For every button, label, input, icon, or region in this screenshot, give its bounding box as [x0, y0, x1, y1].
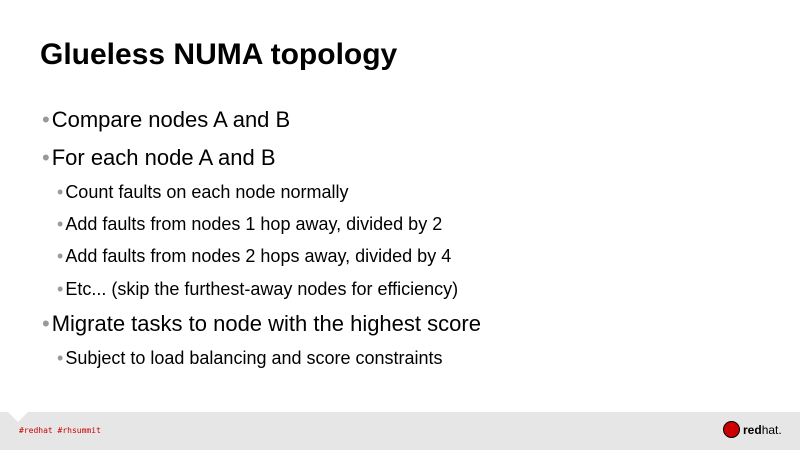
- bullet: •Migrate tasks to node with the highest …: [42, 311, 481, 336]
- shadowman-icon: [723, 421, 740, 438]
- footer-notch: [8, 412, 28, 422]
- sub-bullet: •Add faults from nodes 1 hop away, divid…: [57, 214, 443, 234]
- bullet: •For each node A and B: [42, 145, 276, 170]
- slide-title: Glueless NUMA topology: [40, 38, 398, 71]
- bullet-text: Compare nodes A and B: [51, 107, 291, 132]
- redhat-logo: redhat.: [723, 421, 782, 438]
- bullet-text: Migrate tasks to node with the highest s…: [51, 311, 481, 336]
- bullet-text: For each node A and B: [51, 145, 276, 170]
- bullet-text: Count faults on each node normally: [65, 182, 349, 202]
- sub-bullet: •Etc... (skip the furthest-away nodes fo…: [57, 279, 459, 299]
- bullet-text: Add faults from nodes 2 hops away, divid…: [65, 246, 452, 266]
- sub-bullet: •Add faults from nodes 2 hops away, divi…: [57, 246, 452, 266]
- sub-bullet: •Subject to load balancing and score con…: [57, 348, 443, 368]
- sub-bullet: •Count faults on each node normally: [57, 182, 349, 202]
- bullet-text: Subject to load balancing and score cons…: [65, 348, 443, 368]
- bullet-text: Add faults from nodes 1 hop away, divide…: [65, 214, 443, 234]
- footer-hashtags: #redhat #rhsummit: [19, 426, 101, 435]
- logo-text: redhat.: [743, 422, 782, 437]
- bullet: •Compare nodes A and B: [42, 107, 291, 132]
- footer-bar: [0, 412, 800, 450]
- bullet-text: Etc... (skip the furthest-away nodes for…: [65, 279, 459, 299]
